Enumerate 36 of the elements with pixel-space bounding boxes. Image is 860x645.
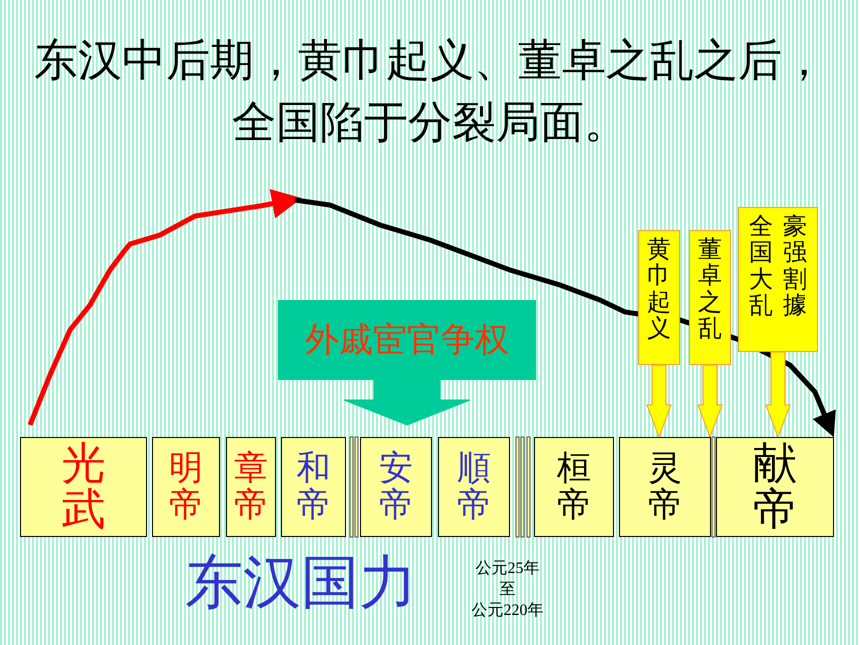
vertical-text: 黄巾起义 bbox=[647, 237, 671, 343]
vertical-text: 全国大乱 bbox=[749, 214, 773, 320]
emperor-box bbox=[226, 437, 276, 537]
emperor-box bbox=[360, 437, 432, 537]
emperor-box bbox=[281, 437, 346, 537]
main-label: 东汉国力 bbox=[185, 549, 417, 617]
emperor-name: 桓帝 bbox=[557, 450, 591, 524]
vertical-text: 豪强割據 bbox=[783, 214, 807, 320]
emperor-name: 灵帝 bbox=[648, 450, 682, 524]
emperor-name: 順帝 bbox=[457, 450, 491, 524]
emperor-name: 光武 bbox=[62, 441, 106, 533]
emperor-box bbox=[534, 437, 614, 537]
event-box bbox=[689, 230, 731, 365]
banner-box bbox=[278, 300, 536, 380]
emperor-name: 明帝 bbox=[169, 450, 203, 524]
emperor-name: 安帝 bbox=[379, 450, 413, 524]
block-arrow bbox=[765, 352, 791, 438]
block-arrow bbox=[646, 364, 672, 438]
date-label: 公元220年 bbox=[472, 601, 544, 621]
date-label: 公元25年 bbox=[476, 559, 540, 579]
event-box bbox=[738, 207, 818, 352]
emperor-box bbox=[20, 437, 147, 537]
emperor-name: 献帝 bbox=[753, 441, 797, 533]
emperor-box bbox=[619, 437, 711, 537]
emperor-name: 和帝 bbox=[296, 450, 330, 524]
emperor-box bbox=[438, 437, 510, 537]
emperor-name: 章帝 bbox=[234, 450, 268, 524]
emperor-box bbox=[152, 437, 220, 537]
block-arrow bbox=[344, 380, 470, 426]
title: 东汉中后期，黄巾起义、董卓之乱之后，全国陷于分裂局面。 bbox=[33, 35, 827, 149]
block-arrow bbox=[697, 364, 723, 438]
emperor-box bbox=[716, 437, 834, 537]
event-box bbox=[638, 230, 680, 365]
banner-text: 外戚宦官争权 bbox=[305, 320, 509, 360]
vertical-text: 董卓之乱 bbox=[698, 237, 722, 343]
date-label: 至 bbox=[500, 580, 516, 600]
